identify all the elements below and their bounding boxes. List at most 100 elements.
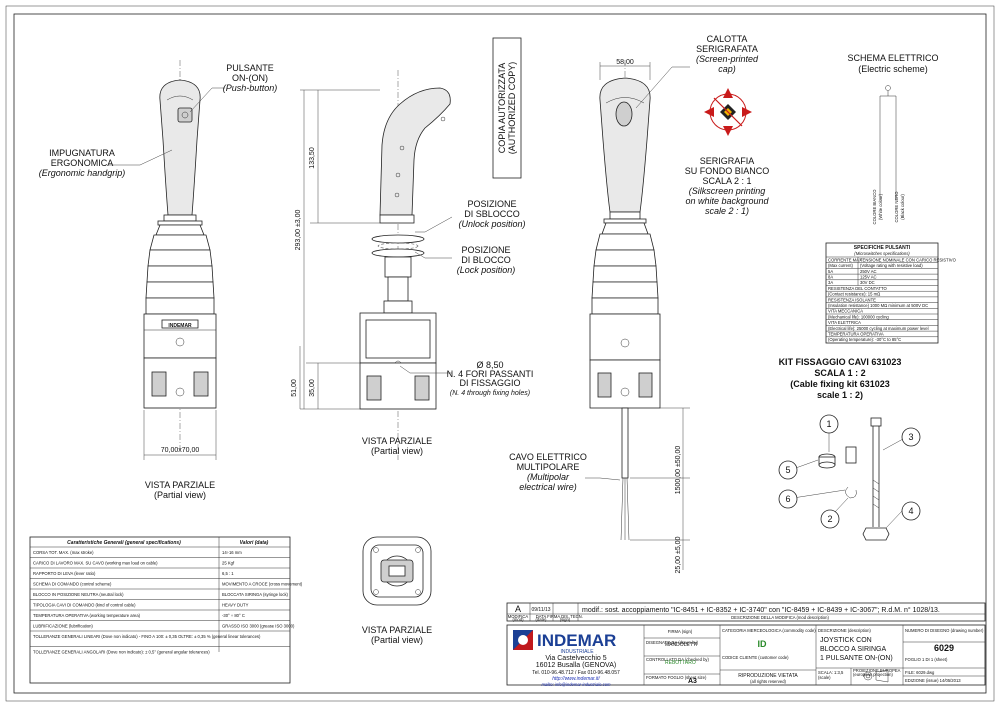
general-cell: TEMPERATURA OPERATIVA (working temperatu… bbox=[33, 613, 141, 618]
general-cell: LUBRIFICAZIONE (lubrification) bbox=[33, 624, 93, 629]
company-name: INDEMAR bbox=[537, 631, 616, 650]
repro-line-2: (all rights reserved) bbox=[750, 679, 786, 684]
general-cell: BLOCCO IN POSIZIONE NEUTRA (neutral lock… bbox=[33, 592, 124, 597]
title-block bbox=[506, 624, 986, 686]
revision-date: 09/11/13 bbox=[531, 607, 550, 613]
kit-title-2: SCALA 1 : 2 bbox=[814, 368, 865, 378]
revision-col-date-en: (date) bbox=[536, 617, 548, 622]
silk-label-1: SERIGRAFIA bbox=[700, 156, 755, 166]
left-joystick-view bbox=[108, 60, 225, 460]
specs-title-2: (Microswitches specifications) bbox=[854, 251, 910, 256]
drawing-frame bbox=[13, 13, 987, 694]
designer-label: DISEGNATO DA (drawn by) bbox=[646, 640, 699, 645]
revision-col-mod: MODIFICA bbox=[508, 614, 529, 619]
general-cell: MOVIMENTO A CROCE (cross movement) bbox=[222, 582, 303, 587]
balloon-5: 5 bbox=[785, 465, 790, 475]
scale-label: SCALA: 1:3,5 bbox=[818, 670, 844, 675]
specs-cell: 8A bbox=[828, 275, 833, 280]
revision-table bbox=[506, 602, 986, 622]
dim-lower-height: 51,00 bbox=[291, 379, 298, 397]
right-joystick-view bbox=[589, 60, 690, 570]
middle-caption-1: VISTA PARZIALE bbox=[362, 436, 432, 446]
cable-label-2: MULTIPOLARE bbox=[517, 462, 580, 472]
unlock-label-3: (Unlock position) bbox=[458, 219, 525, 229]
general-cell: BLOCCATA SIRINGA (syringe lock) bbox=[222, 592, 289, 597]
electric-title-2: (Electric scheme) bbox=[858, 64, 928, 74]
company-web-link[interactable]: http://www.indemar.it/ bbox=[552, 676, 600, 682]
specs-cell: (Operating temperature): -30°C to 85°C bbox=[828, 337, 901, 342]
lock-label-2: DI BLOCCO bbox=[461, 255, 511, 265]
silkscreen-arrows-icon bbox=[704, 88, 752, 136]
handgrip-label-3: (Ergonomic handgrip) bbox=[39, 168, 126, 178]
left-caption-1: VISTA PARZIALE bbox=[145, 480, 215, 490]
push-button-icon bbox=[177, 107, 193, 123]
revision-col-date: DATA bbox=[536, 614, 547, 619]
handgrip-label-1: IMPUGNATURA bbox=[49, 148, 115, 158]
revision-col-mod-en: (mod) bbox=[513, 617, 525, 622]
specs-cell: RESISTENZA DEL CONTATTO bbox=[828, 286, 887, 291]
sheet-border bbox=[5, 5, 995, 702]
middle-joystick-view bbox=[299, 70, 453, 460]
general-cell: SCHEMA DI COMANDO (control scheme) bbox=[33, 582, 112, 587]
general-cell: CARICO DI LAVORO MAX. SU CAVO (working m… bbox=[33, 561, 158, 566]
silk-label-2: SU FONDO BIANCO bbox=[685, 166, 770, 176]
general-cell: 6,5 : 1 bbox=[222, 571, 234, 576]
cable-label-4: electrical wire) bbox=[519, 482, 577, 492]
balloon-3: 3 bbox=[908, 432, 913, 442]
revision-col-sign-en: (sign) bbox=[560, 617, 571, 622]
controller-name: REBOTTARO bbox=[665, 660, 696, 666]
commodity-code: ID bbox=[758, 639, 768, 649]
stamp-line-2: (AUTHORIZED COPY) bbox=[507, 62, 517, 155]
general-cell: -30° ÷ 80° C bbox=[222, 613, 245, 618]
specs-cell: VITA MECCANICA bbox=[828, 309, 863, 314]
specs-cell: 3A bbox=[828, 280, 833, 285]
left-caption-2: (Partial view) bbox=[154, 490, 206, 500]
file-name: FILE: 6029.dwg bbox=[905, 670, 935, 675]
general-cell: TIPOLOGIA CAVI DI COMANDO (kind of contr… bbox=[33, 603, 136, 608]
specs-cell: (Mechanical life): 100000 cycling bbox=[828, 314, 889, 319]
balloon-6: 6 bbox=[785, 494, 790, 504]
format-label: FORMATO FOGLIO (sheet size) bbox=[646, 675, 707, 680]
balloon-1: 1 bbox=[826, 419, 831, 429]
revision-col-sign: FIRMA DIS. TECN. bbox=[547, 614, 583, 619]
wire-label-white: COLORE BIANCO bbox=[872, 189, 877, 225]
general-header-1: Caratteristiche Generali (general specif… bbox=[67, 540, 181, 546]
scale-sub: (scale) bbox=[818, 675, 831, 680]
repro-line-1: RIPRODUZIONE VIETATA bbox=[738, 673, 798, 679]
kit-title-4: scale 1 : 2) bbox=[817, 390, 863, 400]
authorized-copy-stamp bbox=[492, 37, 522, 179]
revision-col-desc: DESCRIZIONE DELLA MODIFICA (mod descript… bbox=[731, 615, 829, 620]
silk-label-5: on white background bbox=[685, 196, 769, 206]
specs-cell: CORRENTE MAX bbox=[828, 257, 862, 262]
cable-leader bbox=[585, 477, 621, 481]
specs-cell: VITA ELETTRICA bbox=[828, 320, 861, 325]
cap-label-3: (Screen-printed bbox=[696, 54, 759, 64]
specs-cell: 125V AC bbox=[860, 275, 877, 280]
code-label: CATEGORIA MERCEOLOGICA (commodity code) bbox=[722, 628, 816, 633]
balloon-2: 2 bbox=[827, 514, 832, 524]
dim-cap-width: 58,00 bbox=[616, 59, 634, 66]
company-mail-link[interactable]: mailto: info@indemar-industriale.com bbox=[541, 682, 611, 687]
specs-cell: RESISTENZA ISOLANTE bbox=[828, 297, 876, 302]
electric-scheme-diagram bbox=[879, 85, 897, 200]
unlock-label-1: POSIZIONE bbox=[467, 199, 516, 209]
edition-date: EDIZIONE (issue) 14/05/2013 bbox=[905, 678, 961, 683]
general-cell: 14÷16 mm bbox=[222, 550, 242, 555]
push-button-label-2: ON-(ON) bbox=[232, 73, 268, 83]
revision-text: modif.: sost. accoppiamento "IC-8451 + I… bbox=[582, 606, 940, 614]
company-phone: Tel. 010-96.48.712 / Fax 010-96.48.057 bbox=[532, 670, 620, 676]
holes-label-3: DI FISSAGGIO bbox=[459, 378, 520, 388]
specs-cell: TEMPERATURA OPERATIVA bbox=[828, 332, 884, 337]
bottom-view-drawing bbox=[362, 536, 432, 606]
silk-label-4: (Silkscreen printing bbox=[689, 186, 766, 196]
revision-letter: A bbox=[515, 604, 521, 614]
dim-cable-length: 1500,00 ±50,00 bbox=[675, 446, 682, 495]
balloon-4: 4 bbox=[908, 506, 913, 516]
specs-cell: 250V AC bbox=[860, 269, 877, 274]
wire-label-black-en: (Black colour) bbox=[900, 194, 905, 220]
general-cell: TOLLERANZE GENERALI LINEARI (Dove non in… bbox=[33, 634, 261, 639]
cable-fixing-kit-drawing bbox=[778, 414, 921, 541]
stamp-line-1: COPIA AUTORIZZATA bbox=[497, 63, 507, 154]
drawing-number-label: NUMERO DI DISEGNO (drawing number) bbox=[905, 628, 984, 633]
